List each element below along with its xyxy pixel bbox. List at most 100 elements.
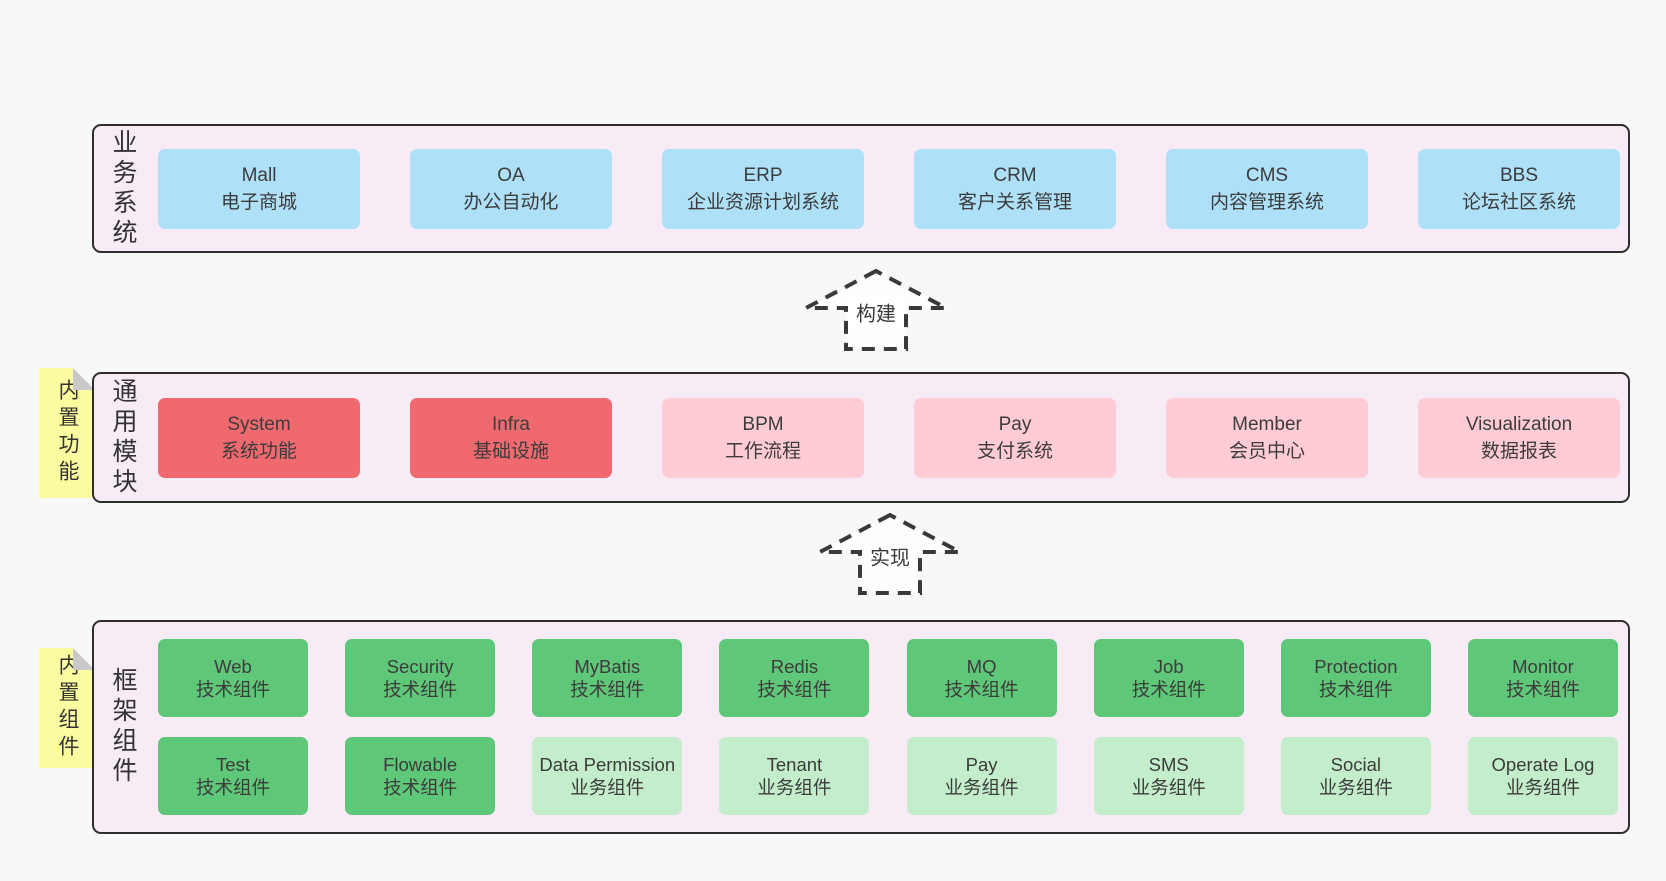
box-title: Infra	[491, 413, 531, 435]
arrow-implement-label: 实现	[865, 540, 915, 572]
box-pay: Pay 支付系统	[914, 397, 1116, 478]
box-subtitle: 业务组件	[1131, 777, 1206, 798]
box-subtitle: 客户关系管理	[957, 191, 1072, 213]
box-subtitle: 论坛社区系统	[1461, 191, 1576, 213]
box-bbs: BBS 论坛社区系统	[1418, 148, 1620, 229]
box-title: System	[227, 413, 291, 435]
box-subtitle: 技术组件	[1318, 679, 1393, 700]
box-title: Job	[1153, 656, 1184, 677]
box-subtitle: 技术组件	[570, 679, 645, 700]
arrow-implement: 实现	[814, 512, 966, 596]
band-common-modules-label: 通用模块	[109, 377, 137, 498]
box-title: Protection	[1314, 656, 1398, 677]
box-subtitle: 业务组件	[944, 777, 1019, 798]
band-framework-components-label: 框架组件	[109, 667, 137, 787]
box-subtitle: 技术组件	[1131, 679, 1206, 700]
box-subtitle: 业务组件	[570, 777, 645, 798]
band-common-modules: 通用模块 System 系统功能 Infra 基础设施 BPM 工作流程 Pay 支付系统 Me…	[92, 372, 1630, 503]
box-title: MQ	[966, 656, 997, 677]
box-title: CMS	[1245, 164, 1289, 186]
box-title: Operate Log	[1491, 754, 1595, 775]
box-crm: CRM 客户关系管理	[914, 148, 1116, 229]
sticky-note-builtin-components-label: 内置组件	[56, 654, 79, 762]
box-subtitle: 系统功能	[220, 440, 297, 462]
box-subtitle: 工作流程	[724, 440, 801, 462]
box-title: Test	[216, 754, 250, 775]
box-subtitle: 企业资源计划系统	[686, 191, 839, 213]
box-title: BBS	[1499, 164, 1539, 186]
box-subtitle: 业务组件	[1505, 777, 1580, 798]
arrow-build: 构建	[800, 268, 952, 352]
box-bpm: BPM 工作流程	[662, 397, 864, 478]
box-subtitle: 技术组件	[757, 679, 832, 700]
box-subtitle: 技术组件	[383, 679, 458, 700]
business-systems-box-row: Mall 电子商城 OA 办公自动化 ERP 企业资源计划系统 CRM 客户关系管理 CMS 内容…	[158, 148, 1620, 229]
box-visualization: Visualization 数据报表	[1418, 397, 1620, 478]
box-title: BPM	[742, 413, 784, 435]
box-member: Member 会员中心	[1166, 397, 1368, 478]
box-title: Flowable	[383, 754, 458, 775]
box-title: OA	[497, 164, 525, 186]
box-title: SMS	[1148, 754, 1189, 775]
box-title: Social	[1330, 754, 1382, 775]
box-subtitle: 技术组件	[383, 777, 458, 798]
box-cms: CMS 内容管理系统	[1166, 148, 1368, 229]
box-subtitle: 基础设施	[472, 440, 549, 462]
box-erp: ERP 企业资源计划系统	[662, 148, 864, 229]
box-title: CRM	[993, 164, 1037, 186]
box-title: MyBatis	[574, 656, 641, 677]
box-subtitle: 技术组件	[944, 679, 1019, 700]
box-subtitle: 技术组件	[195, 777, 270, 798]
box-subtitle: 电子商城	[220, 191, 297, 213]
box-subtitle: 内容管理系统	[1209, 191, 1324, 213]
box-infra: Infra 基础设施	[410, 397, 612, 478]
box-mall: Mall 电子商城	[158, 148, 360, 229]
box-title: Pay	[998, 413, 1032, 435]
box-subtitle: 技术组件	[195, 679, 270, 700]
box-title: Monitor	[1512, 656, 1574, 677]
sticky-note-builtin-components: 内置组件	[39, 648, 95, 768]
box-subtitle: 支付系统	[976, 440, 1053, 462]
box-title: Tenant	[766, 754, 823, 775]
box-oa: OA 办公自动化	[410, 148, 612, 229]
box-title: Security	[386, 656, 454, 677]
box-title: Member	[1232, 413, 1302, 435]
box-title: Redis	[770, 656, 819, 677]
box-title: Pay	[965, 754, 998, 775]
box-subtitle: 技术组件	[1505, 679, 1580, 700]
box-title: ERP	[743, 164, 783, 186]
arrow-build-label: 构建	[851, 296, 901, 328]
box-title: Visualization	[1465, 413, 1573, 435]
box-subtitle: 数据报表	[1480, 440, 1557, 462]
box-subtitle: 办公自动化	[463, 191, 559, 213]
box-title: Mall	[241, 164, 277, 186]
common-modules-box-row: System 系统功能 Infra 基础设施 BPM 工作流程 Pay 支付系统 Member 会…	[158, 397, 1620, 478]
box-subtitle: 业务组件	[1318, 777, 1393, 798]
box-title: Web	[214, 656, 252, 677]
box-subtitle: 业务组件	[757, 777, 832, 798]
box-system: System 系统功能	[158, 397, 360, 478]
box-title: Data Permission	[539, 754, 676, 775]
box-subtitle: 会员中心	[1228, 440, 1305, 462]
sticky-note-builtin-features-label: 内置功能	[56, 379, 79, 487]
sticky-note-builtin-features: 内置功能	[39, 368, 95, 498]
